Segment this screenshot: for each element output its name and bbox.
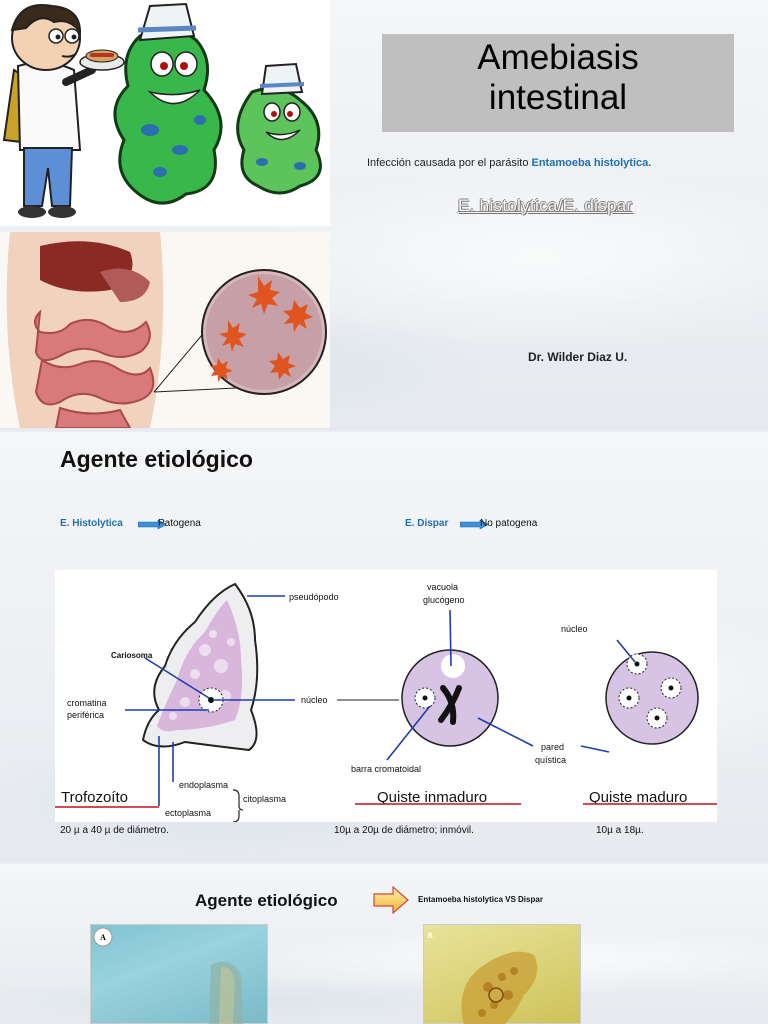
stage-quiste-inmaduro: Quiste inmaduro	[377, 789, 487, 806]
panel-a-label: A	[100, 933, 106, 942]
label-pared-2: quística	[535, 755, 566, 765]
size-quiste-maduro: 10µ a 18µ.	[596, 825, 644, 836]
label-pseudopodo: pseudópodo	[289, 592, 339, 602]
label-ectoplasma: ectoplasma	[165, 808, 211, 818]
size-trofozoito: 20 µ a 40 µ de diámetro.	[60, 825, 169, 836]
label-cariosoma: Cariosoma	[111, 651, 153, 660]
slide-title: Amebiasis intestinal Infección causada p…	[0, 0, 768, 430]
label-nucleo-center: núcleo	[301, 695, 328, 705]
intestine-infection-illustration	[0, 232, 330, 429]
stage-quiste-maduro: Quiste maduro	[589, 789, 687, 806]
slide-comparison: Agente etiológico Entamoeba histolytica …	[0, 864, 768, 1024]
amoeba-character-large	[113, 2, 223, 205]
title-line-2: intestinal	[488, 78, 628, 117]
arrow-right-icon	[138, 520, 166, 529]
arrow-right-icon	[460, 520, 488, 529]
entamoeba-stages-diagram: pseudópodo Cariosoma cromatina periféric…	[55, 570, 717, 823]
label-vacuola-2: glucógeno	[423, 595, 465, 605]
amoeba-character-small	[236, 62, 322, 195]
micrograph-b: B	[423, 924, 581, 1024]
slide-heading: Agente etiológico	[195, 891, 338, 910]
label-cromatina-2: periférica	[67, 710, 104, 720]
label-vacuola-1: vacuola	[427, 582, 458, 592]
label-citoplasma: citoplasma	[243, 794, 286, 804]
size-quiste-inmaduro: 10µ a 20µ de diámetro; inmóvil.	[334, 825, 474, 836]
stage-trofozoito: Trofozoíto	[61, 789, 128, 806]
micrograph-a: A	[90, 924, 268, 1024]
label-endoplasma: endoplasma	[179, 780, 228, 790]
dispar-tag: E. Dispar	[405, 518, 449, 529]
label-nucleo-right: núcleo	[561, 624, 588, 634]
cartoon-amoeba-illustration	[0, 0, 330, 226]
histolytica-description: Patogena	[158, 518, 201, 529]
boy-figure	[2, 4, 125, 218]
panel-b-label: B	[427, 931, 433, 940]
label-pared-1: pared	[541, 742, 564, 752]
slide-etiologic-agent: Agente etiológico E. Histolytica Patogen…	[0, 432, 768, 862]
author-name: Dr. Wilder Diaz U.	[528, 350, 628, 364]
subtitle: Infección causada por el parásito Entamo…	[367, 157, 651, 169]
presentation-title: Amebiasis intestinal	[382, 34, 734, 132]
dispar-description: No patogena	[480, 518, 538, 529]
subtitle-prefix: Infección causada por el parásito	[367, 157, 532, 169]
histolytica-tag: E. Histolytica	[60, 518, 123, 529]
subtitle-species: Entamoeba histolytica.	[531, 157, 652, 169]
label-barra: barra cromatoidal	[351, 764, 421, 774]
title-line-1: Amebiasis	[477, 38, 639, 77]
label-cromatina-1: cromatina	[67, 698, 107, 708]
slide-heading: Agente etiológico	[60, 446, 253, 472]
species-variant-heading: E. histolytica/E. dispar	[458, 196, 633, 215]
comparison-label: Entamoeba histolytica VS Dispar	[418, 895, 543, 904]
arrow-right-icon	[373, 886, 409, 914]
